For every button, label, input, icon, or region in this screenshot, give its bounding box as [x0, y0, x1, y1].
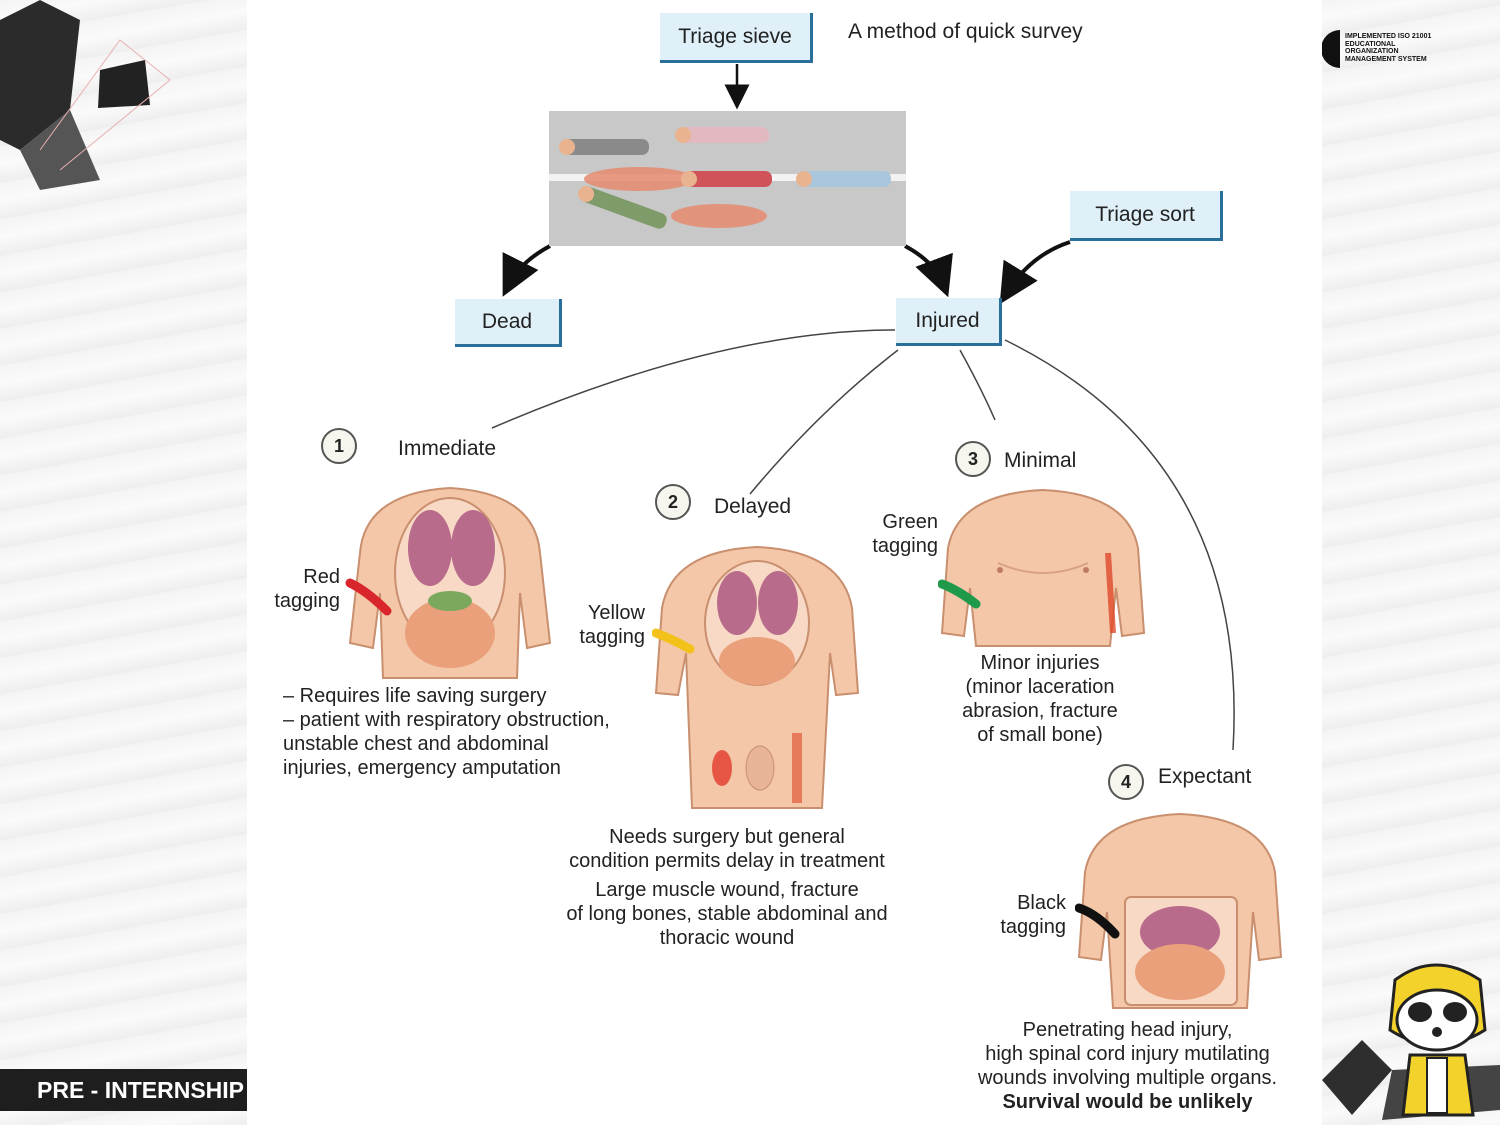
expectant-description: Penetrating head injury, high spinal cor… — [960, 1018, 1295, 1114]
description-line: injuries, emergency amputation — [283, 757, 561, 779]
torso-illustration-minimal — [938, 488, 1146, 647]
tag-label-red: Red tagging — [270, 565, 340, 613]
red-tag-band — [345, 578, 392, 616]
description-line: Minor injuries — [980, 652, 1100, 674]
description-line: high spinal cord injury mutilating — [985, 1043, 1270, 1065]
footer-bar — [0, 1069, 247, 1111]
description-bold-line: Survival would be unlikely — [1002, 1091, 1253, 1113]
casualty-figure — [559, 139, 649, 155]
triage-sieve-box: Triage sieve — [660, 13, 813, 63]
geometric-decoration-icon — [0, 0, 171, 190]
category-number-badge: 1 — [321, 428, 357, 464]
description-line: Needs surgery but general — [609, 826, 845, 848]
minimal-description: Minor injuries (minor laceration abrasio… — [945, 651, 1135, 747]
arrow-sort-to-injured — [999, 240, 1071, 305]
description-line: condition permits delay in treatment — [569, 850, 885, 872]
description-line: Large muscle wound, fracture — [595, 879, 859, 901]
delayed-description: Needs surgery but general condition perm… — [552, 825, 902, 873]
green-tag-band — [938, 579, 981, 609]
yellow-tag-band — [652, 628, 695, 654]
tag-label-line: Black — [1017, 892, 1066, 914]
tag-label-black: Black tagging — [990, 891, 1066, 939]
torso-illustration-delayed — [652, 545, 860, 809]
dead-box: Dead — [455, 299, 562, 347]
description-line: thoracic wound — [659, 927, 795, 949]
tag-label-green: Green tagging — [862, 510, 938, 558]
category-number-badge: 2 — [655, 484, 691, 520]
description-line: (minor laceration — [965, 676, 1115, 698]
left-side-panel — [0, 0, 247, 1125]
tag-label-line: Green — [882, 511, 938, 533]
delayed-examples: Large muscle wound, fracture of long bon… — [552, 878, 902, 950]
triage-sort-box: Triage sort — [1070, 191, 1223, 241]
casualty-figure — [796, 171, 891, 187]
torso-illustration-expectant — [1075, 812, 1283, 1009]
tag-label-yellow: Yellow tagging — [570, 601, 645, 649]
tag-label-line: Red — [303, 566, 340, 588]
category-name-minimal: Minimal — [1004, 449, 1077, 472]
description-line: unstable chest and abdominal — [283, 733, 549, 755]
category-name-immediate: Immediate — [398, 437, 497, 460]
torso-illustration-immediate — [345, 486, 552, 679]
logo-line: IMPLEMENTED ISO 21001 — [1345, 33, 1432, 40]
description-line: – patient with respiratory obstruction, — [283, 709, 610, 731]
tag-label-line: Yellow — [587, 602, 645, 624]
arrow-to-injured — [904, 244, 953, 298]
tag-label-line: tagging — [1000, 916, 1066, 938]
logo-line: ORGANIZATION — [1345, 48, 1399, 55]
category-name-delayed: Delayed — [714, 495, 792, 518]
raccoon-mascot-icon — [1388, 963, 1487, 1117]
line-to-minimal — [959, 349, 996, 421]
description-line: of long bones, stable abdominal and — [566, 903, 888, 925]
description-line: abrasion, fracture — [962, 700, 1118, 722]
tag-label-line: tagging — [579, 626, 645, 648]
logo-line: MANAGEMENT SYSTEM — [1345, 55, 1427, 63]
immediate-description: – Requires life saving surgery – patient… — [283, 684, 610, 780]
description-line: Penetrating head injury, — [1022, 1019, 1233, 1041]
description-line: wounds involving multiple organs. — [977, 1067, 1278, 1089]
arrow-to-dead — [502, 244, 551, 297]
category-number-badge: 3 — [955, 441, 991, 477]
casualty-figure — [578, 186, 667, 229]
disaster-scene-illustration — [549, 111, 906, 246]
sieve-caption: A method of quick survey — [848, 20, 1083, 43]
line-to-delayed — [749, 349, 899, 495]
description-line: – Requires life saving surgery — [283, 685, 547, 707]
casualty-figure — [675, 127, 769, 143]
category-name-expectant: Expectant — [1158, 765, 1252, 788]
logo-text: IMPLEMENTED ISO 21001 EDUCATIONAL ORGANI… — [1345, 33, 1431, 63]
injured-box: Injured — [896, 298, 1002, 346]
footer-label: PRE - INTERNSHIP — [37, 1077, 245, 1103]
tag-label-line: tagging — [274, 590, 340, 612]
iso-badge-icon — [1321, 30, 1340, 68]
category-number-badge: 4 — [1108, 764, 1144, 800]
description-line: of small bone) — [977, 724, 1103, 746]
line-to-expectant — [1004, 339, 1235, 751]
line-to-immediate — [491, 329, 896, 429]
right-side-panel — [1322, 0, 1500, 1125]
logo-line: EDUCATIONAL — [1345, 40, 1396, 48]
tag-label-line: tagging — [872, 535, 938, 557]
casualty-figure — [681, 171, 772, 187]
black-tag-band — [1075, 903, 1120, 939]
